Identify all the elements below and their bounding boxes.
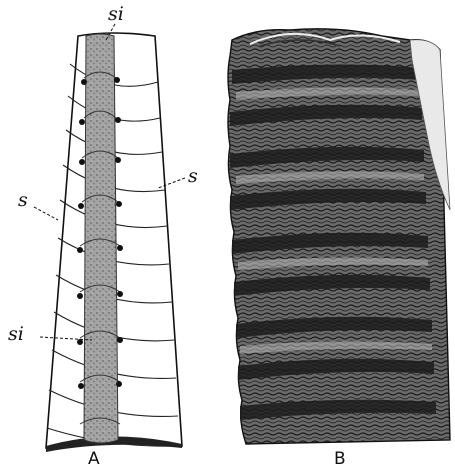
label-septum-right: s [188,165,198,187]
label-septum-left: s [18,189,28,211]
panel-b-shell [228,29,450,444]
rib-bands [230,64,436,420]
caption-panel-a: A [88,449,100,469]
label-siphuncle-top: si [108,3,124,25]
label-siphuncle-left: si [8,323,24,345]
caption-panel-b: B [334,449,346,469]
